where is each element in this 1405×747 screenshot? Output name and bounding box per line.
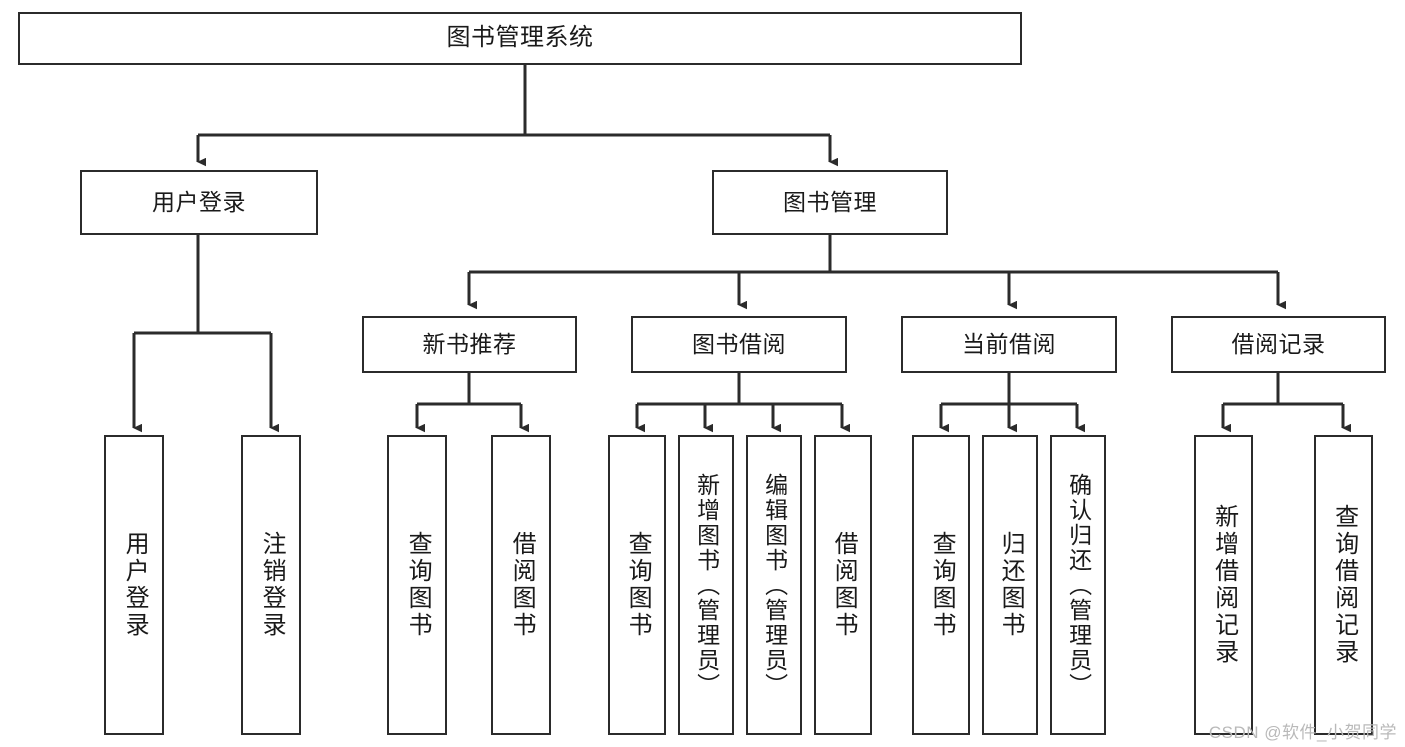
node-current-borrow[interactable]: 当前借阅 (901, 316, 1117, 373)
leaf-query-book-borrow[interactable]: 查询图书 (608, 435, 666, 735)
node-label: 新增图书（管理员） (693, 472, 720, 698)
node-label: 用户登录 (121, 531, 149, 639)
node-book-management[interactable]: 图书管理 (712, 170, 948, 235)
leaf-query-borrow-record[interactable]: 查询借阅记录 (1314, 435, 1373, 735)
node-label: 确认归还（管理员） (1065, 472, 1092, 698)
leaf-borrow-book[interactable]: 借阅图书 (814, 435, 872, 735)
node-label: 图书管理系统 (446, 24, 594, 52)
leaf-query-book-current[interactable]: 查询图书 (912, 435, 970, 735)
leaf-return-book[interactable]: 归还图书 (982, 435, 1038, 735)
node-label: 查询借阅记录 (1330, 504, 1358, 666)
node-label: 图书借阅 (692, 330, 786, 357)
node-label: 借阅图书 (508, 531, 536, 639)
node-label: 编辑图书（管理员） (761, 472, 788, 698)
node-label: 借阅图书 (830, 531, 858, 639)
node-label: 图书管理 (783, 188, 877, 215)
leaf-confirm-return[interactable]: 确认归还（管理员） (1050, 435, 1106, 735)
node-label: 当前借阅 (962, 330, 1056, 357)
node-label: 查询图书 (404, 531, 432, 639)
node-book-borrow[interactable]: 图书借阅 (631, 316, 847, 373)
leaf-user-login[interactable]: 用户登录 (104, 435, 164, 735)
leaf-borrow-book-recommend[interactable]: 借阅图书 (491, 435, 551, 735)
node-borrow-record[interactable]: 借阅记录 (1171, 316, 1386, 373)
node-label: 用户登录 (152, 188, 246, 215)
node-user-login[interactable]: 用户登录 (80, 170, 318, 235)
node-label: 归还图书 (997, 531, 1025, 639)
leaf-edit-book[interactable]: 编辑图书（管理员） (746, 435, 802, 735)
leaf-logout-login[interactable]: 注销登录 (241, 435, 301, 735)
node-root-system[interactable]: 图书管理系统 (18, 12, 1022, 65)
leaf-add-book[interactable]: 新增图书（管理员） (678, 435, 734, 735)
csdn-watermark: CSDN @软件_小贺同学 (1208, 723, 1397, 742)
node-label: 借阅记录 (1231, 330, 1326, 357)
leaf-query-book-recommend[interactable]: 查询图书 (387, 435, 447, 735)
node-new-book-recommend[interactable]: 新书推荐 (362, 316, 577, 373)
node-label: 查询图书 (928, 531, 956, 639)
node-label: 新增借阅记录 (1210, 504, 1238, 666)
node-label: 查询图书 (624, 531, 652, 639)
node-label: 新书推荐 (422, 330, 517, 357)
leaf-add-borrow-record[interactable]: 新增借阅记录 (1194, 435, 1253, 735)
node-label: 注销登录 (258, 531, 286, 639)
